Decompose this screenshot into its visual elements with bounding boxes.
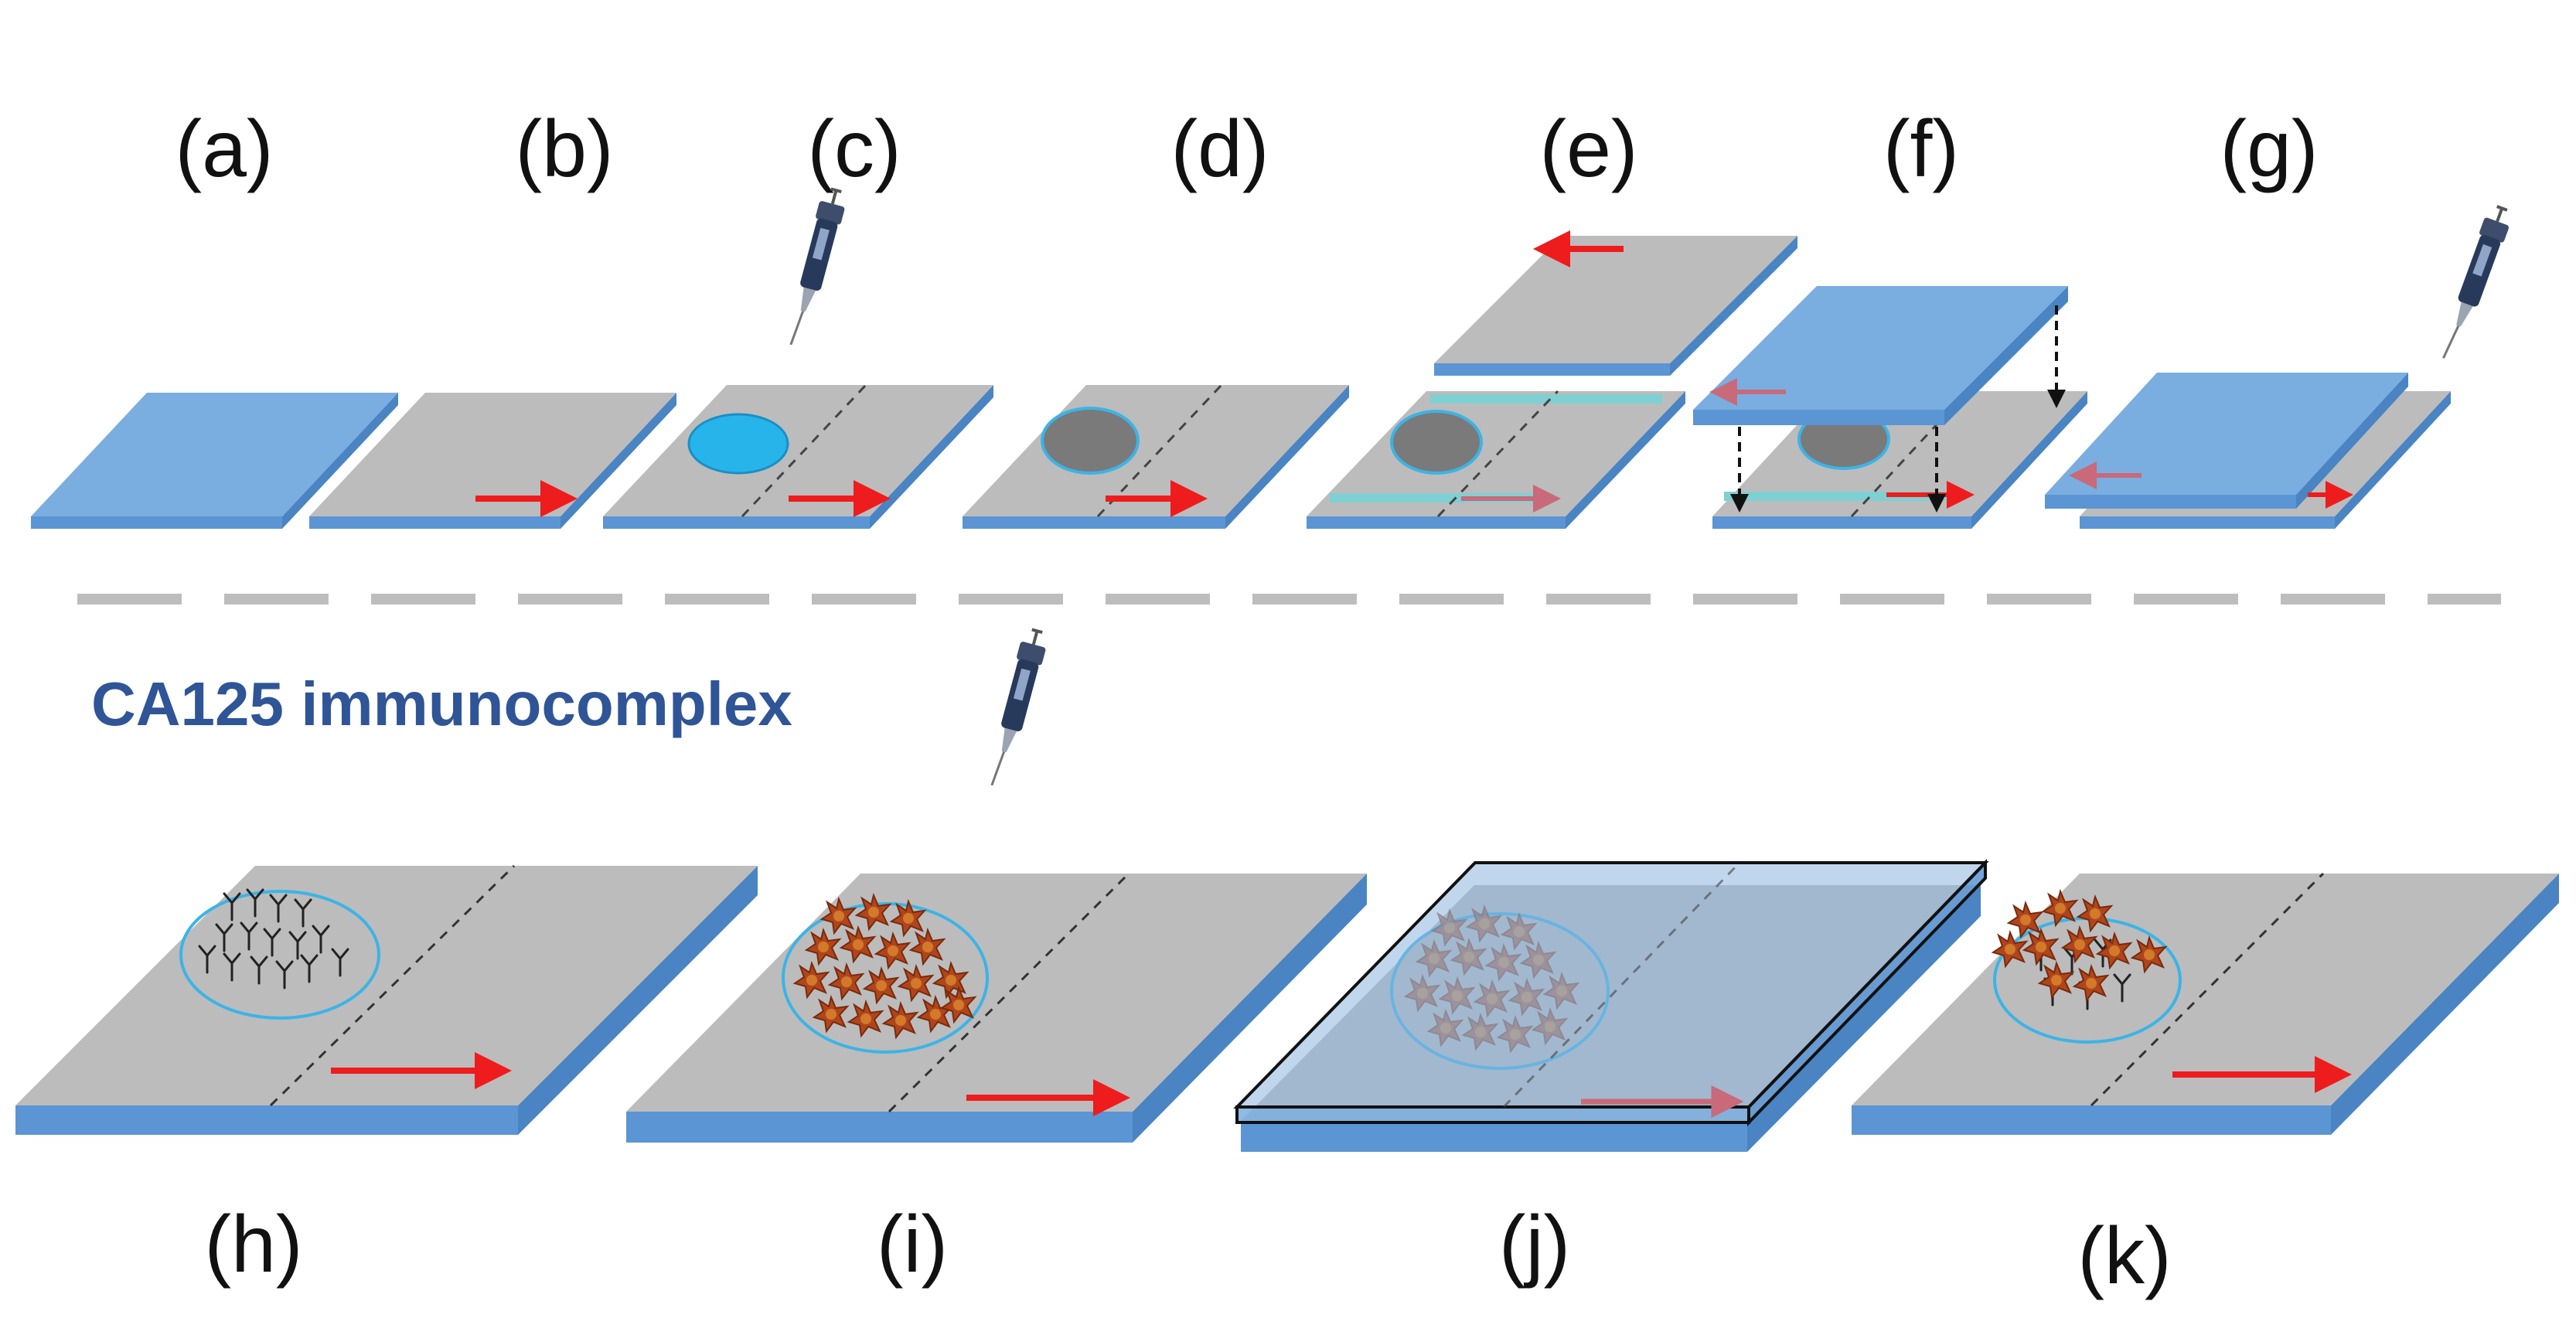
slide-j xyxy=(1233,859,1989,1152)
panel-label-a: (a) xyxy=(175,104,273,194)
spacer-strip xyxy=(1430,394,1662,404)
panel-label-g: (g) xyxy=(2220,104,2318,194)
panel-label-i: (i) xyxy=(877,1200,948,1289)
dried-spot xyxy=(1390,410,1483,475)
panel-label-c: (c) xyxy=(807,104,901,194)
panel-label-e: (e) xyxy=(1539,104,1637,194)
panel-label-b: (b) xyxy=(515,104,613,194)
slide-d xyxy=(963,383,1349,529)
slide-i xyxy=(626,625,1367,1143)
capture-zone xyxy=(179,890,380,1020)
slide-b xyxy=(309,393,676,529)
panel-label-h: (h) xyxy=(204,1200,302,1289)
panel-label-j: (j) xyxy=(1499,1200,1570,1289)
slide-h xyxy=(15,864,758,1135)
slide-k xyxy=(1852,872,2559,1135)
section-title: CA125 immunocomplex xyxy=(91,669,792,738)
slide-g xyxy=(2045,202,2516,529)
slide-f xyxy=(1693,286,2087,529)
droplet xyxy=(687,413,789,475)
pipette-icon xyxy=(780,185,850,351)
slide-e xyxy=(1307,230,1797,529)
slide-c xyxy=(603,185,993,529)
dried-spot xyxy=(1041,407,1140,475)
cover-slide xyxy=(1235,1105,1750,1124)
panel-label-f: (f) xyxy=(1883,104,1959,194)
pipette-icon xyxy=(981,625,1051,792)
slide-a-blue xyxy=(31,393,398,529)
capture-zone xyxy=(782,902,989,1054)
pipette-icon xyxy=(2433,202,2516,366)
panel-label-d: (d) xyxy=(1170,104,1269,194)
panel-label-k: (k) xyxy=(2077,1211,2171,1301)
